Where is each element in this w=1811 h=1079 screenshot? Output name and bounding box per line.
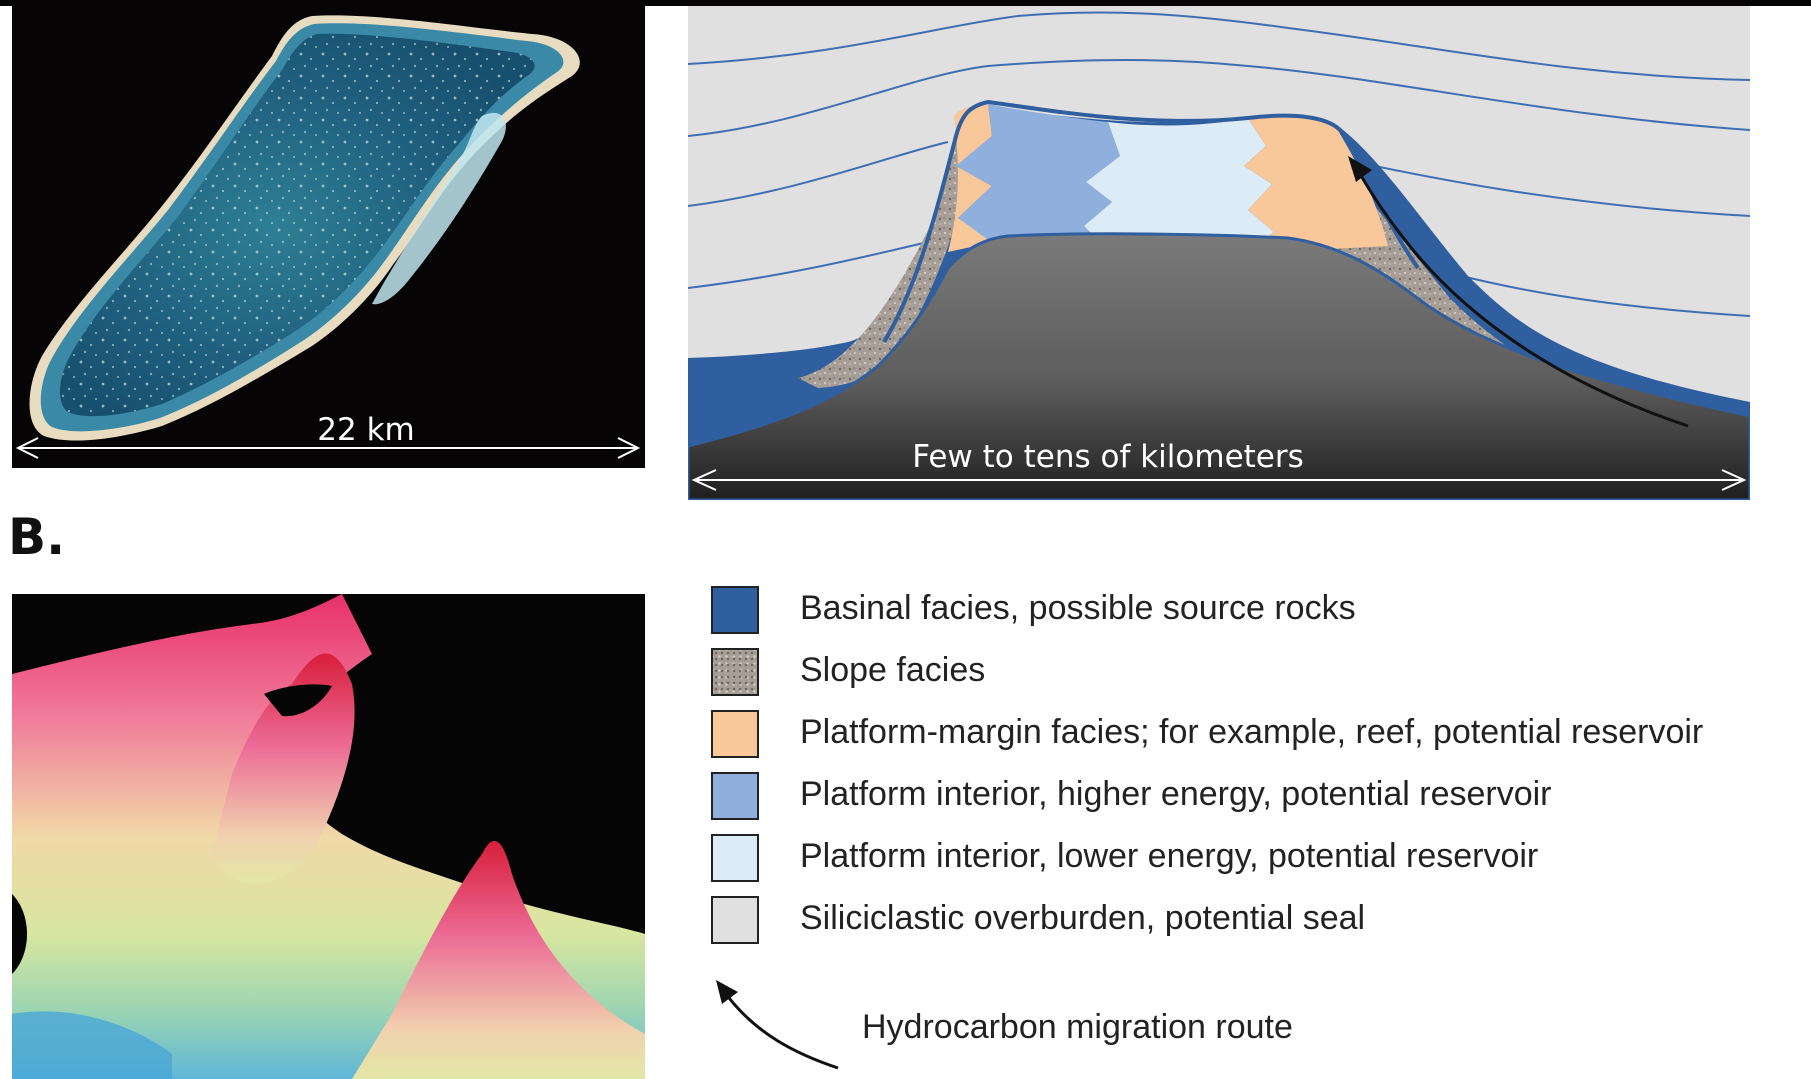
- legend-label: Slope facies: [800, 651, 986, 689]
- atoll-satellite-image: 22 km: [12, 6, 645, 468]
- section-scale-bar: Few to tens of kilometers: [691, 439, 1747, 491]
- atoll-scale-bar: 22 km: [15, 412, 641, 459]
- legend-swatch-basinal: [711, 586, 759, 634]
- legend-swatch-interior-low: [711, 834, 759, 882]
- top-border-band: [0, 0, 1811, 6]
- legend-item-overburden: Siliciclastic overburden, potential seal: [710, 894, 1810, 946]
- legend-label: Siliciclastic overburden, potential seal: [800, 899, 1366, 937]
- legend-swatch-overburden: [711, 896, 759, 944]
- migration-arrow-icon: [716, 980, 839, 1070]
- legend-swatch-platform-margin: [711, 710, 759, 758]
- legend-label: Platform-margin facies; for example, ree…: [800, 713, 1704, 751]
- legend-label: Basinal facies, possible source rocks: [800, 589, 1356, 627]
- section-migration-arrow: [1348, 156, 1689, 428]
- legend-swatch-interior-high: [711, 772, 759, 820]
- legend-item-basinal: Basinal facies, possible source rocks: [710, 584, 1810, 636]
- section-scale-label: Few to tens of kilometers: [912, 439, 1304, 475]
- legend-label: Platform interior, higher energy, potent…: [800, 775, 1552, 813]
- legend-item-interior-low: Platform interior, lower energy, potenti…: [710, 832, 1810, 884]
- panel-b-label: B.: [8, 508, 66, 566]
- legend-item-interior-high: Platform interior, higher energy, potent…: [710, 770, 1810, 822]
- migration-route-label: Hydrocarbon migration route: [862, 1008, 1293, 1046]
- legend-swatch-slope: [711, 648, 759, 696]
- legend-item-platform-margin: Platform-margin facies; for example, ree…: [710, 708, 1810, 760]
- legend-item-slope: Slope facies: [710, 646, 1810, 698]
- atoll-scale-label: 22 km: [317, 412, 414, 448]
- platform-cross-section: Few to tens of kilometers: [688, 6, 1750, 500]
- bathymetry-3d-image: [12, 594, 645, 1079]
- legend-label: Platform interior, lower energy, potenti…: [800, 837, 1539, 875]
